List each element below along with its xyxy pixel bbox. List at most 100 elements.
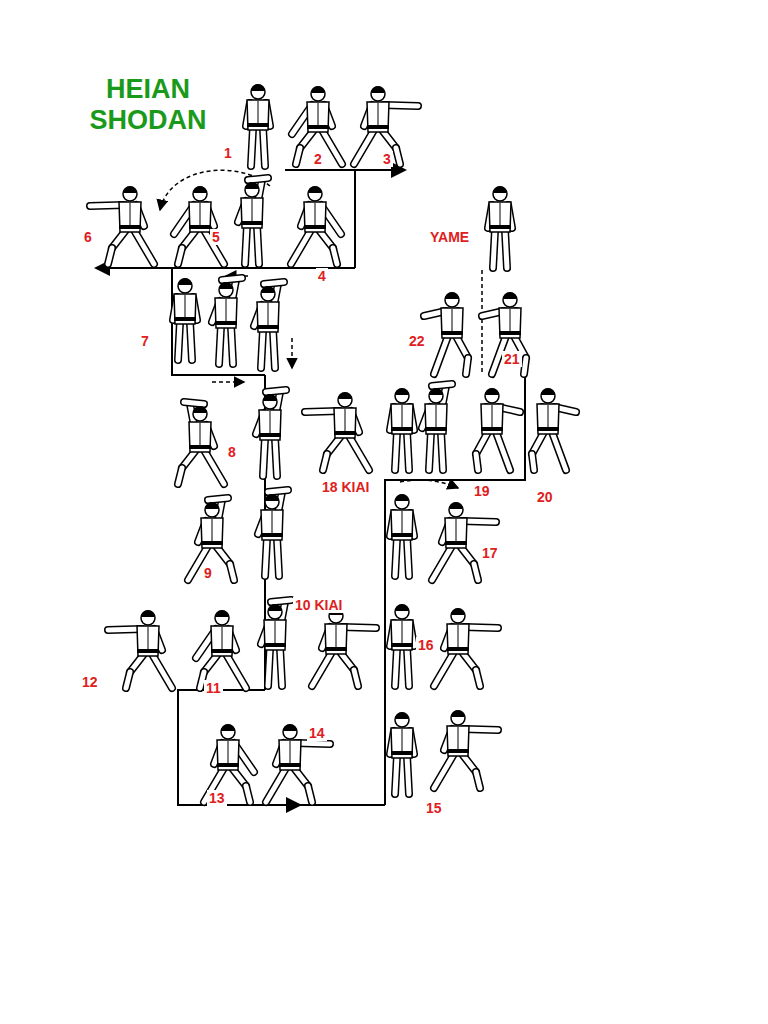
figure-limb <box>264 282 284 284</box>
figure-hair <box>261 286 275 293</box>
callout-number: 19 <box>472 483 492 499</box>
karateka-figure <box>390 388 414 470</box>
figure-limb <box>126 672 130 688</box>
figure-hair <box>215 610 229 617</box>
figure-limb <box>291 230 311 264</box>
figure-lapel <box>500 203 501 226</box>
figure-limb <box>246 786 250 802</box>
figure-limb <box>257 226 259 264</box>
figure-limb <box>354 130 374 164</box>
kata-path <box>96 170 525 805</box>
figure-limb <box>496 432 510 470</box>
figure-limb <box>434 336 448 374</box>
figure-hair <box>541 388 555 395</box>
figure-hair <box>503 292 517 299</box>
figure-hair <box>311 86 325 93</box>
figure-belt <box>189 445 211 449</box>
figure-limb <box>429 432 431 470</box>
figure-hair <box>205 502 219 509</box>
figure-limb <box>222 278 242 280</box>
figure-lapel <box>548 405 549 428</box>
figure-limb <box>134 230 154 264</box>
figure-head <box>485 389 499 403</box>
karateka-figure <box>261 600 291 686</box>
figure-belt <box>279 763 301 767</box>
figure-lapel <box>290 741 291 764</box>
figure-limb <box>349 436 369 470</box>
figure-belt <box>447 749 469 753</box>
figure-torso <box>264 620 286 650</box>
karateka-figure <box>212 278 242 364</box>
figure-hair <box>449 502 463 509</box>
figure-limb <box>434 336 448 374</box>
figure-limb <box>496 432 510 470</box>
figure-torso <box>241 198 263 228</box>
figure-hair <box>451 608 465 615</box>
figure-hair <box>263 394 277 401</box>
figure-head <box>265 495 279 509</box>
figure-torso <box>211 626 233 656</box>
figure-torso <box>367 102 389 132</box>
callout-number: 22 <box>407 333 427 349</box>
figure-limb <box>268 490 288 492</box>
figure-head <box>261 287 275 301</box>
figure-head <box>395 713 409 727</box>
figure-limb <box>552 432 566 470</box>
figure-torso <box>489 202 511 232</box>
callout-number: 12 <box>80 674 100 690</box>
figure-limb <box>474 564 478 580</box>
figure-limb <box>532 454 534 470</box>
figure-hair <box>485 388 499 395</box>
figure-limb <box>312 652 332 686</box>
figure-belt <box>307 125 329 129</box>
figure-hair <box>338 392 352 399</box>
figure-limb <box>178 322 180 360</box>
figure-limb <box>248 178 268 180</box>
figure-limb <box>266 390 286 392</box>
figure-limb <box>296 148 300 164</box>
figure-limb <box>178 468 182 484</box>
figure-limb <box>275 438 277 476</box>
figure-lapel <box>436 405 437 428</box>
figure-torso <box>201 518 223 548</box>
figure-limb <box>248 178 268 180</box>
figure-torso <box>445 518 467 548</box>
figure-torso <box>391 404 413 434</box>
figure-torso <box>537 404 559 434</box>
figure-torso <box>217 740 239 770</box>
figure-limb <box>354 670 358 686</box>
figure-limb <box>152 654 172 688</box>
figure-belt <box>247 123 269 127</box>
figure-hair <box>193 406 207 413</box>
callout-number: 16 <box>416 637 436 653</box>
figure-limb <box>396 148 400 164</box>
figure-lapel <box>315 203 316 226</box>
figure-limb <box>261 330 263 368</box>
figure-head <box>215 611 229 625</box>
figure-limb <box>395 648 397 686</box>
figure-lapel <box>456 519 457 542</box>
figure-head <box>395 389 409 403</box>
figure-limb <box>265 538 267 576</box>
path-line <box>178 690 385 805</box>
karateka-figure <box>196 610 246 688</box>
figure-limb <box>434 754 454 788</box>
figure-lapel <box>402 729 403 752</box>
karateka-figure <box>178 402 224 484</box>
figure-limb <box>474 564 478 580</box>
dashed-arrow <box>291 338 293 368</box>
karateka-figure <box>108 610 172 688</box>
figure-hair <box>178 278 192 285</box>
figure-belt <box>304 225 326 229</box>
callout-number: 6 <box>82 229 94 245</box>
figure-limb <box>280 648 282 686</box>
karateka-figure <box>188 498 234 580</box>
figure-belt <box>201 541 223 545</box>
callout-number: 7 <box>139 333 151 349</box>
figure-limb <box>333 248 337 264</box>
figure-limb <box>434 652 454 686</box>
figure-belt <box>137 649 159 653</box>
figure-belt <box>325 647 347 651</box>
callout-number: 10 KIAI <box>293 597 344 613</box>
dashed-arrow <box>212 381 244 383</box>
